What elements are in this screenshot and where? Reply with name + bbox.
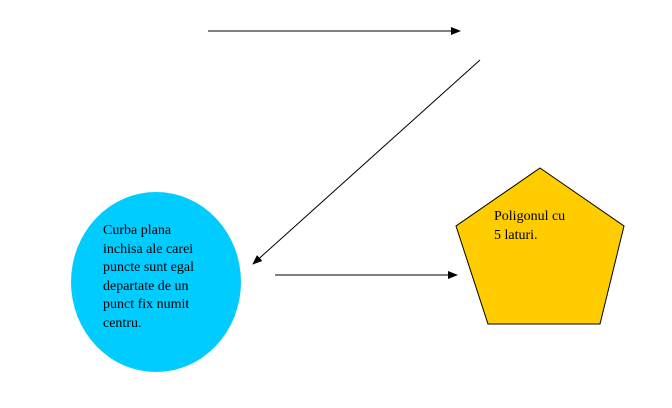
circle-shape <box>71 192 241 372</box>
pentagon-label: Poligonul cu 5 laturi. <box>494 209 566 243</box>
circle-label: Curba plana inchisa ale carei puncte sun… <box>103 223 194 331</box>
pentagon-shape <box>455 167 625 325</box>
arrow-diagonal <box>252 59 481 265</box>
